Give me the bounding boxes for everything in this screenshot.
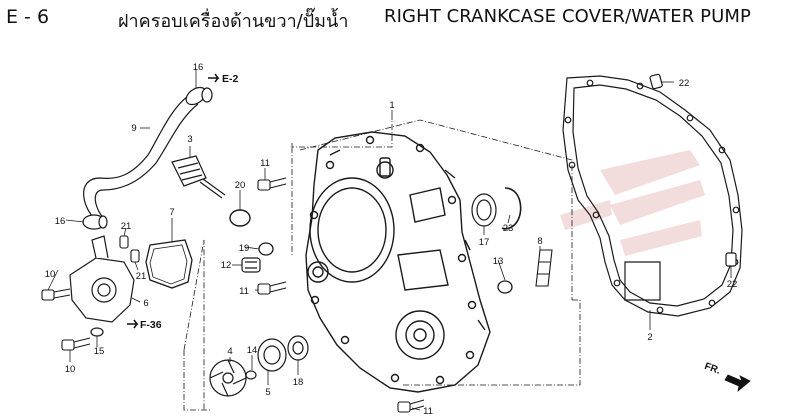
callout-21-top: 21 bbox=[121, 221, 132, 232]
brand-watermark bbox=[560, 150, 705, 256]
washer-15 bbox=[90, 327, 104, 337]
callout-21-bottom: 21 bbox=[136, 271, 147, 282]
o-ring-19 bbox=[258, 242, 274, 256]
front-direction-indicator: FR. bbox=[703, 361, 751, 393]
bolt-10-bottom bbox=[61, 337, 91, 351]
callout-labels: 1 2 3 4 5 6 7 8 9 10 10 11 11 11 12 13 1… bbox=[45, 62, 738, 417]
callout-12: 12 bbox=[221, 260, 232, 271]
callout-14: 14 bbox=[247, 345, 258, 356]
water-seal-5 bbox=[257, 338, 287, 372]
callout-3: 3 bbox=[187, 134, 192, 145]
bolt-10-top bbox=[41, 288, 71, 301]
callout-20: 20 bbox=[235, 180, 246, 191]
callout-4: 4 bbox=[227, 346, 232, 357]
callout-7: 7 bbox=[169, 207, 174, 218]
callout-11-bottom: 11 bbox=[423, 406, 433, 417]
title-thai: ฝาครอบเครื่องด้านขวา/ปั๊มน้ำ bbox=[118, 11, 349, 32]
callout-15: 15 bbox=[94, 346, 105, 357]
callout-5: 5 bbox=[265, 387, 270, 398]
callout-19: 19 bbox=[239, 243, 250, 254]
oil-seal-18 bbox=[287, 335, 309, 361]
front-arrow-icon bbox=[724, 374, 751, 393]
leader-lines bbox=[47, 70, 732, 411]
callout-11-top: 11 bbox=[260, 158, 270, 169]
callout-2: 2 bbox=[647, 332, 652, 343]
arrow-icon-e2 bbox=[208, 73, 220, 83]
front-label: FR. bbox=[703, 361, 722, 377]
bolt-11-mid bbox=[257, 281, 287, 295]
callout-23: 23 bbox=[503, 223, 514, 234]
water-hose bbox=[83, 95, 199, 223]
callout-11-mid: 11 bbox=[239, 286, 249, 297]
callout-10-top: 10 bbox=[45, 269, 56, 280]
dowel-21-top bbox=[119, 235, 129, 249]
washer-13 bbox=[497, 280, 513, 294]
water-pump-gasket bbox=[145, 239, 193, 289]
arrow-icon-f36 bbox=[127, 319, 139, 329]
hose-clamp-16-bottom bbox=[82, 214, 108, 230]
hose-clamp-16-top bbox=[185, 86, 213, 106]
callout-17: 17 bbox=[479, 237, 490, 248]
circlip-23 bbox=[501, 187, 522, 230]
section-code: E - 6 bbox=[6, 6, 50, 28]
callout-8: 8 bbox=[537, 236, 542, 247]
callout-9: 9 bbox=[131, 123, 136, 134]
water-pump-impeller bbox=[209, 359, 247, 397]
washer-14 bbox=[245, 370, 257, 380]
callout-22-top: 22 bbox=[679, 78, 690, 89]
right-crankcase-cover bbox=[305, 131, 491, 393]
bracket-lines bbox=[183, 119, 581, 411]
bolt-11-top bbox=[257, 177, 287, 191]
o-ring-20 bbox=[229, 209, 251, 227]
drain-plug-12 bbox=[241, 257, 261, 273]
callout-1: 1 bbox=[389, 100, 394, 111]
bolt-11-bottom bbox=[397, 399, 425, 413]
oil-filler-cap bbox=[171, 155, 226, 199]
callout-18: 18 bbox=[293, 377, 304, 388]
callout-13: 13 bbox=[493, 256, 504, 267]
callout-6: 6 bbox=[143, 298, 148, 309]
callout-16-top: 16 bbox=[193, 62, 204, 73]
reference-f36[interactable]: F-36 bbox=[140, 319, 162, 331]
callout-16-bottom: 16 bbox=[55, 216, 66, 227]
title-english: RIGHT CRANKCASE COVER/WATER PUMP bbox=[384, 6, 751, 27]
dowel-pin-22-bottom bbox=[725, 252, 737, 267]
water-pump-cover bbox=[69, 235, 135, 323]
dowel-pin-22-top bbox=[649, 73, 663, 90]
bearing-17 bbox=[471, 193, 497, 227]
dowel-21-bottom bbox=[130, 249, 140, 263]
reference-e2[interactable]: E-2 bbox=[222, 73, 239, 85]
reference-labels: E-2 F-36 bbox=[127, 73, 239, 331]
callout-22-bottom: 22 bbox=[727, 279, 738, 290]
water-pump-shaft bbox=[535, 249, 553, 287]
callout-10-bottom: 10 bbox=[65, 364, 76, 375]
